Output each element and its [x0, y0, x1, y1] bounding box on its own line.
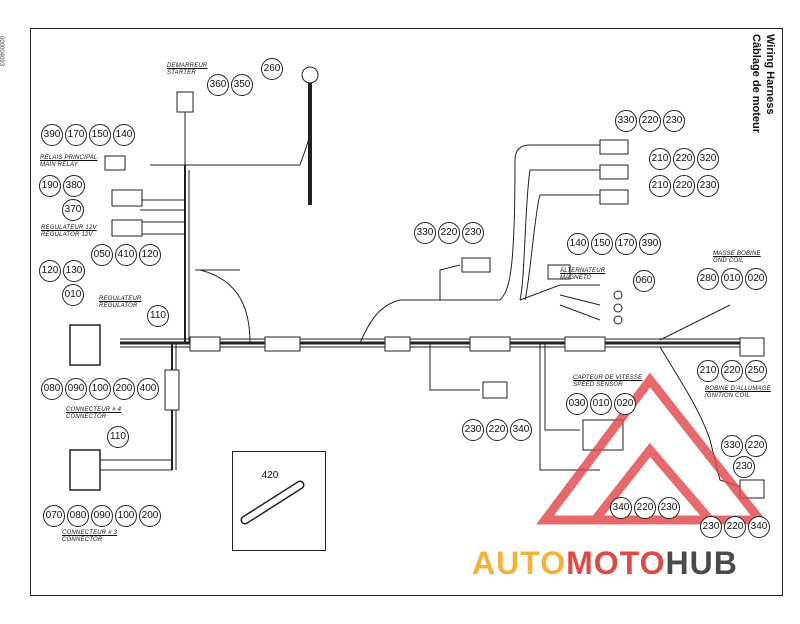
watermark-part-3: HUB [665, 545, 738, 581]
callout: 110 [107, 426, 129, 448]
callout: 080 [41, 378, 63, 400]
callout: 330 [615, 110, 637, 132]
callout: 420 [261, 470, 279, 481]
callout: 190 [39, 175, 61, 197]
callout: 010 [590, 393, 612, 415]
watermark-logo: AUTOMOTOHUB [472, 545, 738, 582]
callout: 020 [745, 268, 767, 290]
callout: 030 [566, 393, 588, 415]
callout: 330 [414, 222, 436, 244]
callout: 220 [721, 360, 743, 382]
callout: 230 [462, 419, 484, 441]
callout: 390 [41, 124, 63, 146]
callout: 150 [89, 124, 111, 146]
callout: 010 [721, 268, 743, 290]
callout: 230 [663, 110, 685, 132]
callout: 390 [639, 233, 661, 255]
callout: 120 [39, 260, 61, 282]
callout: 100 [115, 505, 137, 527]
callout: 360 [207, 74, 229, 96]
callout: 130 [63, 260, 85, 282]
callout: 170 [615, 233, 637, 255]
callout: 220 [724, 516, 746, 538]
watermark-part-1: AUTO [472, 545, 567, 581]
callout: 370 [62, 199, 84, 221]
callout: 140 [113, 124, 135, 146]
callout: 120 [139, 244, 161, 266]
callout: 220 [486, 419, 508, 441]
callout: 020 [614, 393, 636, 415]
callout: 230 [658, 497, 680, 519]
callout: 230 [462, 222, 484, 244]
callout: 140 [567, 233, 589, 255]
callout: 220 [673, 148, 695, 170]
callout: 220 [438, 222, 460, 244]
callout: 210 [649, 175, 671, 197]
callout: 100 [89, 378, 111, 400]
callout: 330 [721, 435, 743, 457]
callout: 320 [697, 148, 719, 170]
callout: 170 [65, 124, 87, 146]
callout: 010 [62, 284, 84, 306]
callout: 400 [137, 378, 159, 400]
callout: 220 [639, 110, 661, 132]
inset-box [232, 451, 326, 551]
callout: 070 [43, 505, 65, 527]
callout: 340 [748, 516, 770, 538]
callout: 230 [733, 456, 755, 478]
callout: 110 [147, 305, 169, 327]
callout: 220 [745, 435, 767, 457]
watermark-part-2: MOTO [566, 545, 666, 581]
callout: 150 [591, 233, 613, 255]
callout: 220 [634, 497, 656, 519]
callout: 340 [610, 497, 632, 519]
callout: 060 [633, 270, 655, 292]
callout: 210 [649, 148, 671, 170]
callout: 260 [261, 58, 283, 80]
callout: 410 [115, 244, 137, 266]
callout: 080 [67, 505, 89, 527]
callout: 220 [673, 175, 695, 197]
callout: 380 [63, 175, 85, 197]
callout: 090 [91, 505, 113, 527]
drawing-frame [30, 28, 783, 596]
callout: 090 [65, 378, 87, 400]
callout: 340 [510, 419, 532, 441]
callout: 050 [91, 244, 113, 266]
callout: 200 [113, 378, 135, 400]
callout: 250 [745, 360, 767, 382]
callout: 350 [231, 74, 253, 96]
callout: 210 [697, 360, 719, 382]
callout: 230 [700, 516, 722, 538]
callout: 200 [139, 505, 161, 527]
callout: 280 [697, 268, 719, 290]
callout: 230 [697, 175, 719, 197]
